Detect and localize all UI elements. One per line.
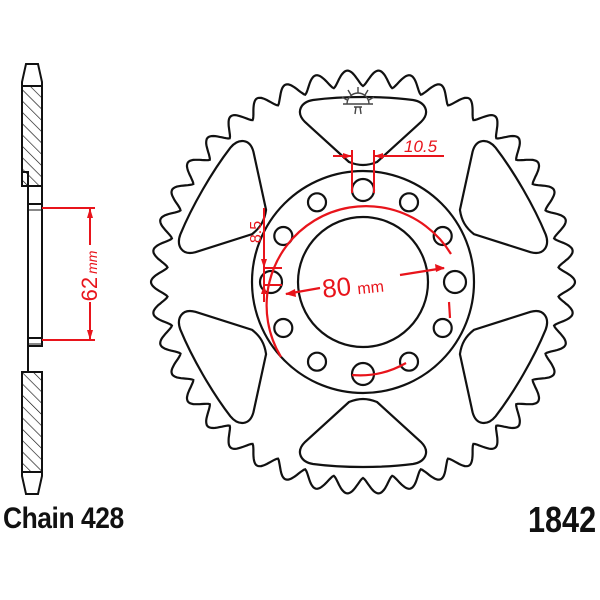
- lightening-hole: [458, 139, 549, 255]
- slot-width-dimension: [333, 150, 444, 193]
- pcd-dimension: [265, 205, 452, 377]
- slot-width-label: 10.5: [404, 137, 438, 156]
- bolt-hole: [350, 177, 376, 203]
- bolt-hole: [432, 225, 453, 247]
- bolt-hole: [306, 351, 328, 372]
- bolt-hole: [398, 351, 420, 372]
- lightening-hole: [298, 95, 428, 167]
- sprocket-teeth-outline: [149, 69, 577, 495]
- hub-width-dimension: [42, 207, 95, 341]
- center-bore: [296, 215, 430, 349]
- sun-logo-icon: [341, 87, 375, 115]
- lightening-hole: [177, 139, 268, 255]
- side-profile-view: [21, 63, 43, 495]
- hub-width-label: 62mm: [77, 250, 102, 301]
- lightening-holes: [177, 95, 549, 469]
- bolt-hole: [306, 192, 328, 213]
- bolt-hole: [273, 225, 294, 247]
- lightening-hole: [177, 309, 268, 425]
- hole-diameter-label: 8.5: [248, 221, 265, 243]
- hole-diameter-dimension: [261, 208, 282, 302]
- lightening-hole: [458, 309, 549, 425]
- bolt-hole: [398, 192, 420, 213]
- chain-size-label: Chain 428: [3, 502, 124, 535]
- lightening-hole: [298, 397, 428, 469]
- part-number-label: 1842: [527, 499, 596, 540]
- hub-outer-ring: [250, 169, 476, 395]
- bolt-hole: [432, 317, 453, 339]
- bolt-hole: [442, 269, 468, 295]
- bolt-hole: [258, 269, 284, 295]
- bolt-hole: [273, 317, 294, 339]
- sprocket-front-view: [149, 69, 577, 495]
